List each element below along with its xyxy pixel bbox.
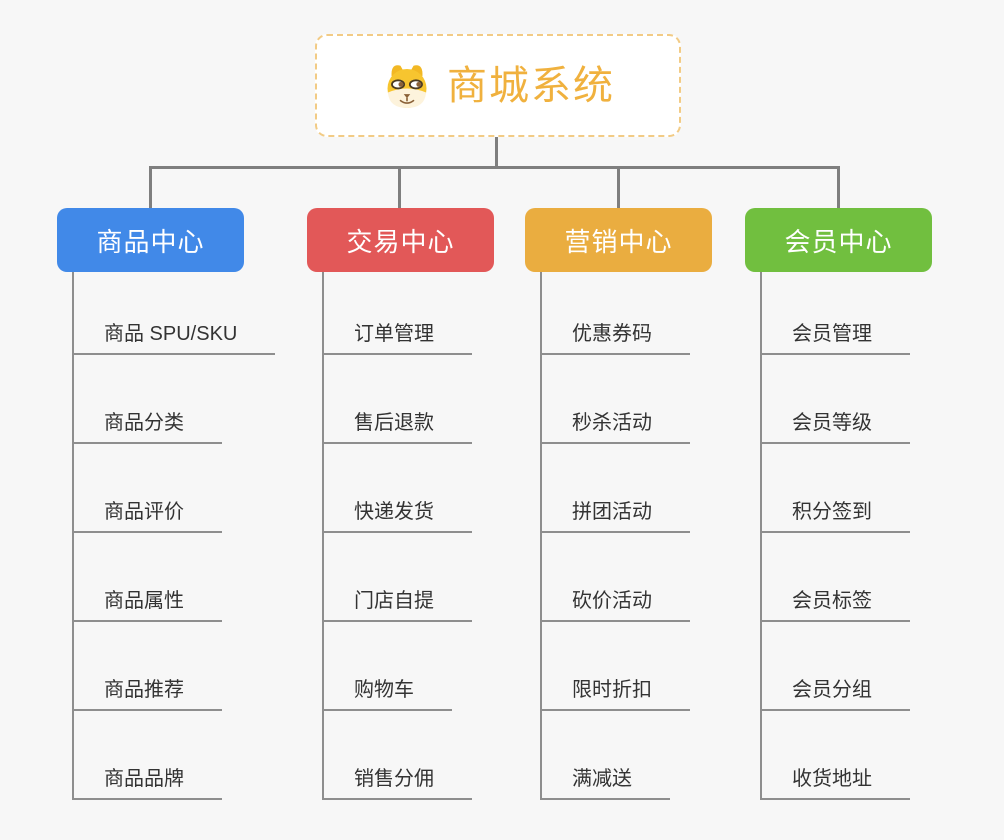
branch-header-trade-center[interactable]: 交易中心 [307,208,494,272]
connector-drop-member [837,169,840,208]
connector-drop-marketing [617,169,620,208]
branch-header-marketing-center[interactable]: 营销中心 [525,208,712,272]
leaf-item[interactable]: 商品属性 [72,587,222,622]
branch-product-center: 商品中心 商品 SPU/SKU 商品分类 商品评价 商品属性 商品推荐 商品品牌 [57,208,317,800]
leaf-item[interactable]: 会员标签 [760,587,910,622]
branch-line [72,272,74,800]
leaf-item[interactable]: 限时折扣 [540,676,690,711]
connector-root-stem [495,137,498,166]
leaf-item[interactable]: 满减送 [540,765,670,800]
branch-header-member-center[interactable]: 会员中心 [745,208,932,272]
branch-line [322,272,324,800]
branch-trade-center: 交易中心 订单管理 售后退款 快递发货 门店自提 购物车 销售分佣 [307,208,567,800]
branch-member-center: 会员中心 会员管理 会员等级 积分签到 会员标签 会员分组 收货地址 [745,208,1004,800]
branch-line [540,272,542,800]
leaf-item[interactable]: 会员等级 [760,409,910,444]
leaf-item[interactable]: 会员管理 [760,320,910,355]
leaf-item[interactable]: 快递发货 [322,498,472,533]
leaf-item[interactable]: 砍价活动 [540,587,690,622]
dog-face-icon [387,64,427,108]
leaf-item[interactable]: 购物车 [322,676,452,711]
leaf-item[interactable]: 商品分类 [72,409,222,444]
leaf-item[interactable]: 秒杀活动 [540,409,690,444]
leaf-item[interactable]: 优惠券码 [540,320,690,355]
leaf-item[interactable]: 商品 SPU/SKU [72,320,276,355]
connector-horizontal-bar [149,166,840,169]
leaf-item[interactable]: 商品推荐 [72,676,222,711]
leaf-item[interactable]: 订单管理 [322,320,472,355]
root-label: 商城系统 [447,63,615,108]
leaf-item[interactable]: 门店自提 [322,587,472,622]
leaf-item[interactable]: 销售分佣 [322,765,472,800]
leaf-item[interactable]: 积分签到 [760,498,910,533]
branch-line [760,272,762,800]
connector-drop-trade [398,169,401,208]
root-node[interactable]: 商城系统 [315,34,681,137]
leaf-item[interactable]: 售后退款 [322,409,472,444]
leaf-item[interactable]: 会员分组 [760,676,910,711]
leaf-item[interactable]: 收货地址 [760,765,910,800]
leaf-item[interactable]: 商品品牌 [72,765,222,800]
branch-header-product-center[interactable]: 商品中心 [57,208,244,272]
leaf-item[interactable]: 拼团活动 [540,498,690,533]
connector-drop-product [149,169,152,208]
branch-marketing-center: 营销中心 优惠券码 秒杀活动 拼团活动 砍价活动 限时折扣 满减送 [525,208,785,800]
leaf-item[interactable]: 商品评价 [72,498,222,533]
